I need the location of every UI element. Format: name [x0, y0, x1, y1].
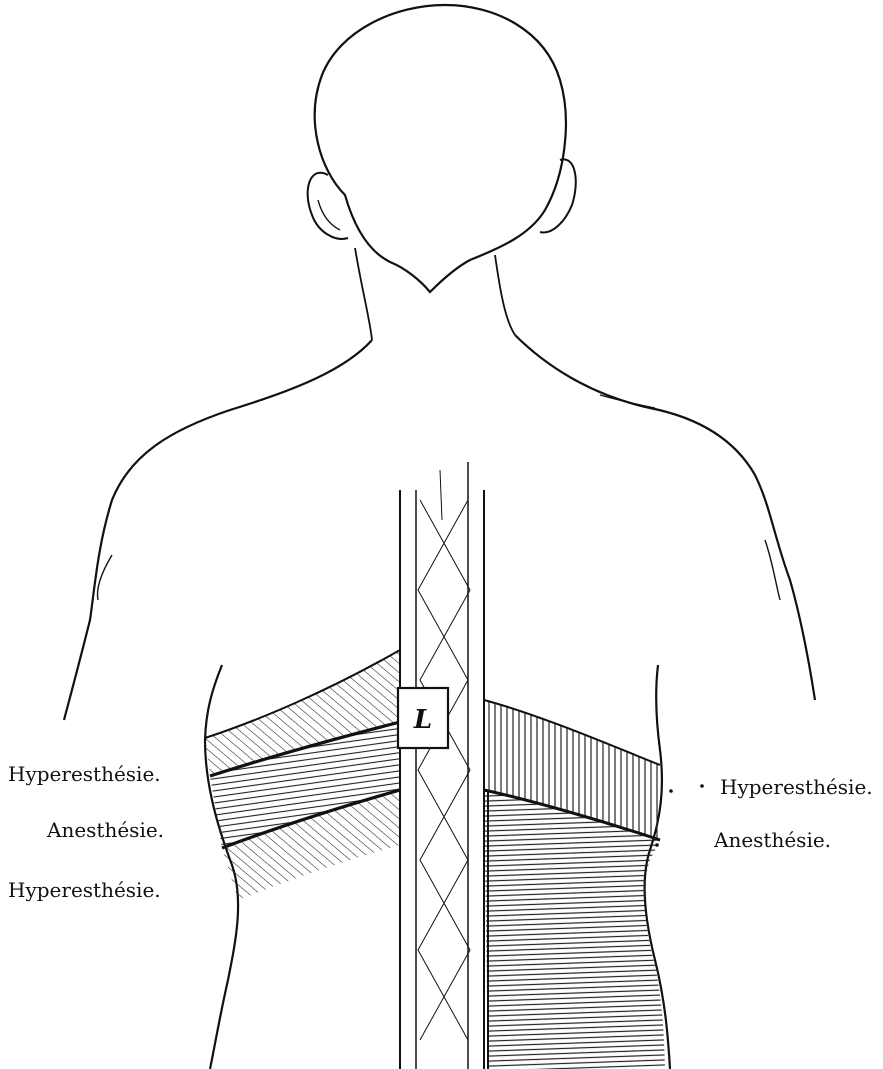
right-ear [540, 159, 576, 232]
left-shoulder [64, 340, 372, 720]
head-outline [315, 5, 566, 292]
vertebra-label: L [413, 705, 432, 735]
spine-column [400, 462, 484, 1069]
label-left-hyperesthesia-lower: Hyperesthésie. [8, 878, 161, 902]
label-right-hyperesthesia: Hyperesthésie. [720, 775, 873, 799]
label-left-hyperesthesia-upper: Hyperesthésie. [8, 762, 161, 786]
neck-right [495, 255, 515, 335]
label-left-anesthesia: Anesthésie. [47, 818, 164, 842]
dot-marker [655, 843, 659, 847]
label-right-anesthesia: Anesthésie. [714, 828, 831, 852]
right-shoulder [515, 335, 815, 700]
neck-left [355, 248, 372, 340]
dot-marker [700, 784, 704, 788]
left-ear [308, 173, 348, 239]
dot-marker [669, 789, 673, 793]
